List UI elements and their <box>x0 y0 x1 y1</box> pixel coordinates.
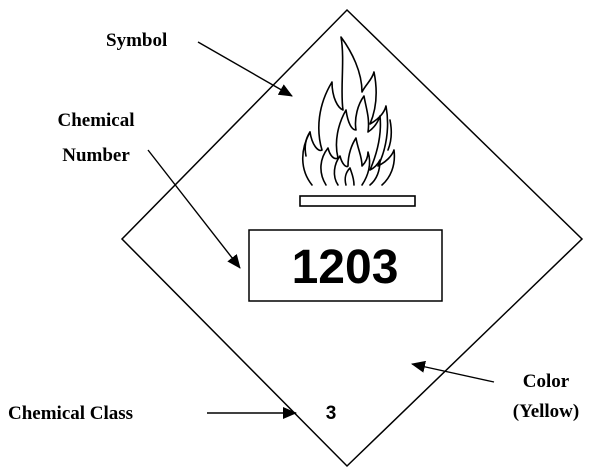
color-arrow <box>411 360 495 383</box>
un-number-box <box>248 229 443 302</box>
class-number: 3 <box>326 403 337 424</box>
chemical-class-label: Chemical Class <box>8 403 133 424</box>
color-label-line1: Color <box>523 371 570 392</box>
chemical-number-label-line1: Chemical <box>57 110 134 131</box>
symbol-label: Symbol <box>106 30 167 51</box>
chemical-number-label-line2: Number <box>62 145 130 166</box>
color-label-line2: (Yellow) <box>513 401 579 422</box>
un-number: 1203 <box>292 241 399 294</box>
flame-base <box>299 195 416 207</box>
chemical-number-arrow <box>147 149 241 269</box>
symbol-arrow <box>197 41 293 97</box>
flame-icon <box>301 36 396 186</box>
